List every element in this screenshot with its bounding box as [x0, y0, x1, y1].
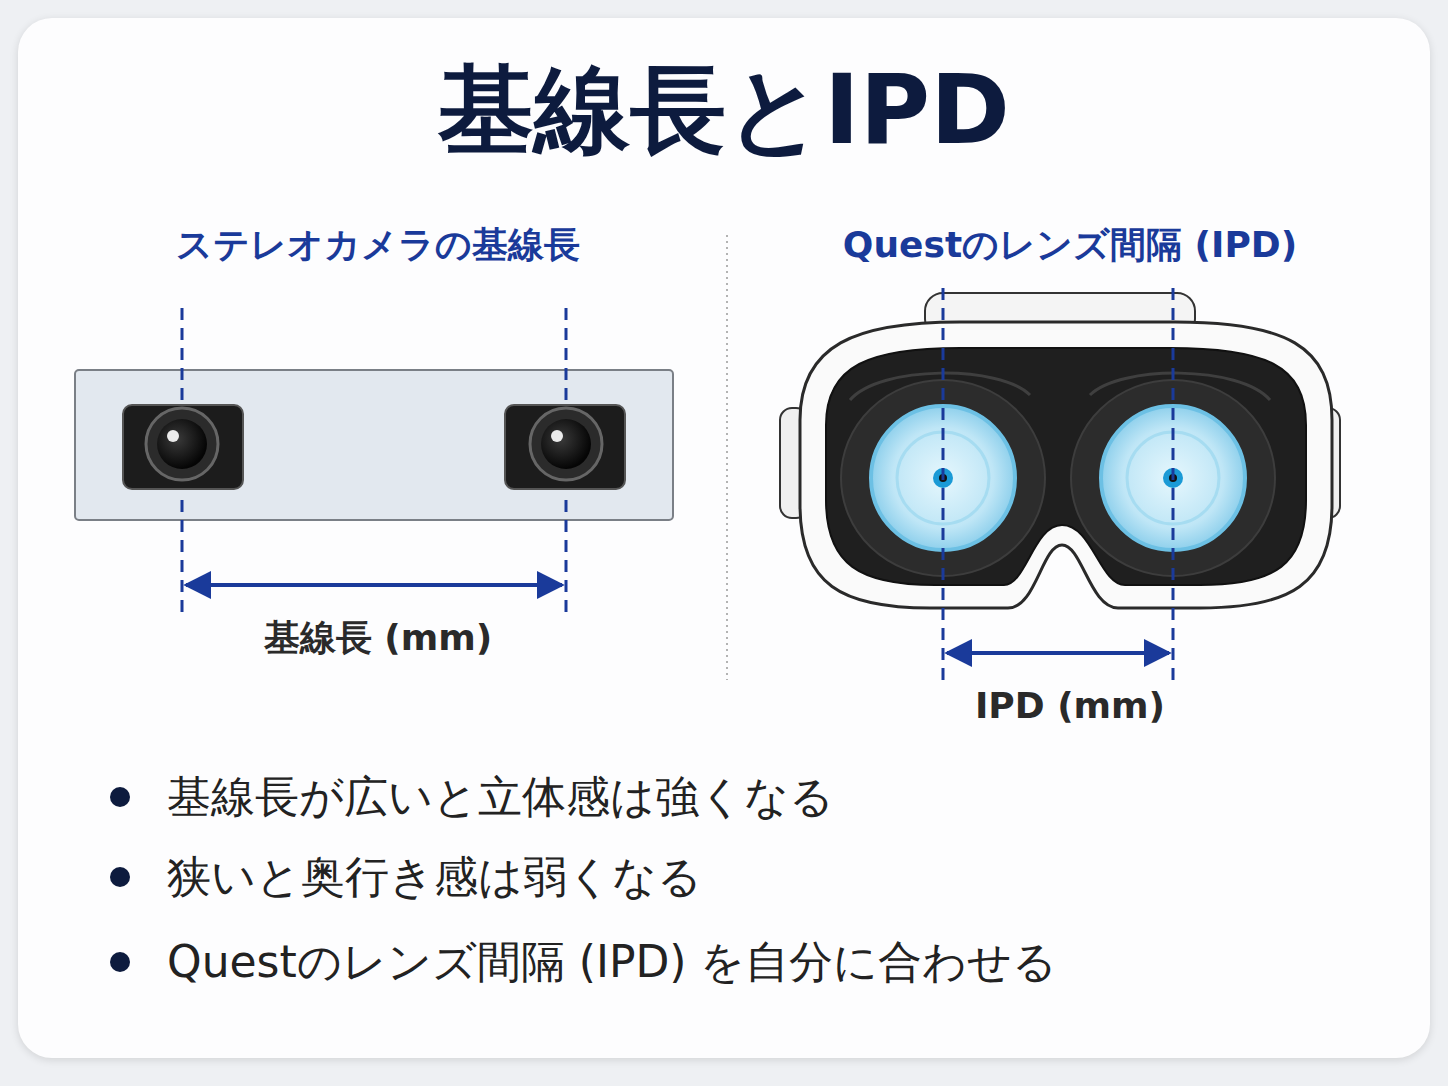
dimension-label: IPD (mm) — [971, 685, 1169, 726]
divider — [726, 235, 728, 680]
bullet-text: 狭いと奥行き感は弱くなる — [163, 852, 706, 903]
dimension-label: 基線長 (mm) — [260, 617, 496, 658]
section-heading: Questのレンズ間隔 (IPD) — [839, 224, 1301, 265]
vr-headset — [780, 293, 1340, 608]
guide-line — [943, 288, 1173, 680]
bullet-dot — [110, 787, 130, 972]
bullet-text: Questのレンズ間隔 (IPD) を自分に合わせる — [163, 937, 1061, 988]
dimension-arrow — [186, 583, 562, 587]
section-heading: ステレオカメラの基線長 — [172, 224, 584, 265]
guide-line — [182, 308, 566, 615]
bullet-text: 基線長が広いと立体感は強くなる — [163, 772, 838, 823]
title: 基線長とIPD — [438, 55, 1010, 165]
dimension-arrow — [947, 651, 1169, 655]
stereo-camera — [75, 370, 673, 520]
